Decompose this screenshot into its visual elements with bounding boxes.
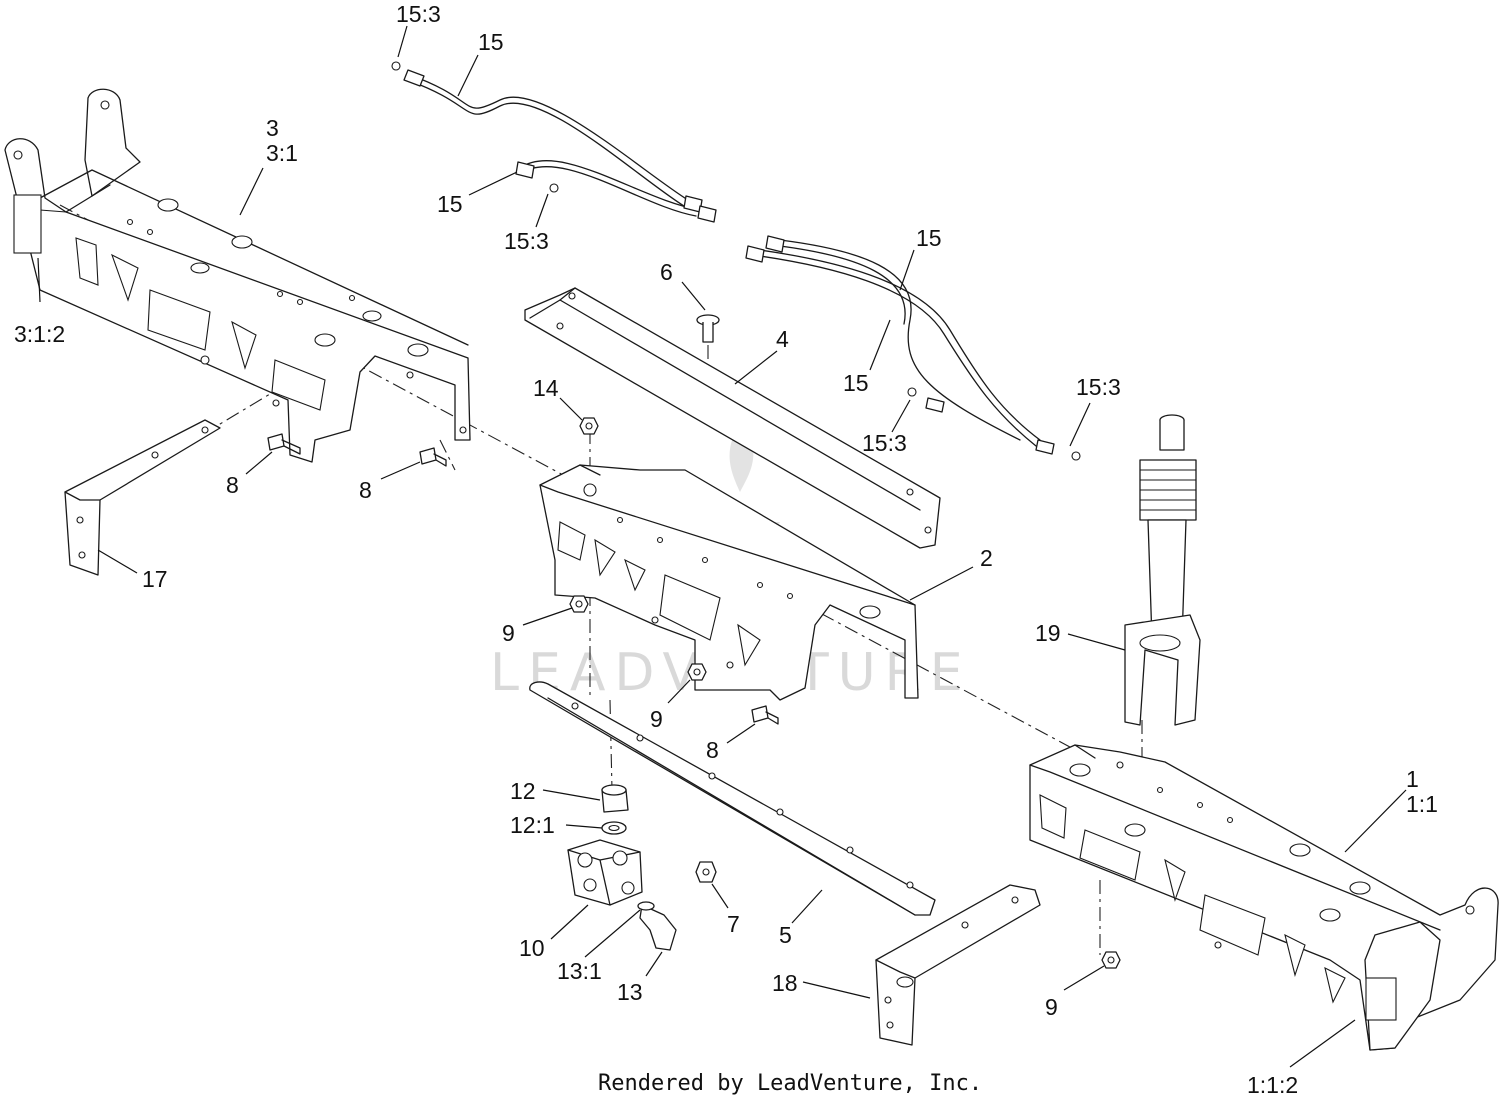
callout-9-left: 9 [502, 620, 515, 646]
callout-12: 12 [510, 778, 536, 804]
channel-part-4 [524, 287, 941, 549]
callout-15-3-far-right: 15:3 [1076, 374, 1121, 400]
callout-8-lower: 8 [706, 737, 719, 763]
nut-part-7 [695, 861, 717, 883]
callout-3-1-2: 3:1:2 [14, 321, 65, 347]
callout-15-3-middle: 15:3 [862, 430, 907, 456]
callout-1-1: 1:1 [1406, 791, 1438, 817]
callout-10: 10 [519, 935, 545, 961]
bracket-part-18 [875, 884, 1041, 1046]
washer-part-12-1 [601, 821, 627, 835]
bolt-part-8-b [419, 447, 447, 467]
nut-part-9-b [687, 663, 707, 681]
callout-18: 18 [772, 970, 798, 996]
callout-4: 4 [776, 326, 789, 352]
callout-2: 2 [980, 545, 993, 571]
callout-15-3-upper: 15:3 [504, 228, 549, 254]
callout-6: 6 [660, 259, 673, 285]
callout-13: 13 [617, 979, 643, 1005]
nut-part-14 [579, 417, 599, 435]
callout-9-right: 9 [1045, 994, 1058, 1020]
nut-part-9-c [1101, 951, 1121, 969]
callout-8-left: 8 [226, 472, 239, 498]
steering-column-part-19 [1124, 414, 1201, 726]
hydraulic-hose-pair-upper-part-15 [391, 61, 717, 223]
callout-labels: 15:3 15 3 3:1 15 15:3 3:1:2 15 6 4 15 15… [14, 1, 1438, 1098]
callout-13-1: 13:1 [557, 958, 602, 984]
callout-3: 3 [266, 115, 279, 141]
callout-8-middle: 8 [359, 477, 372, 503]
callout-17: 17 [142, 566, 168, 592]
bracket-part-17 [64, 419, 221, 576]
center-frame-part-2 [539, 464, 919, 701]
callout-12-1: 12:1 [510, 812, 555, 838]
bolt-part-8-c [751, 705, 779, 725]
render-credit: Rendered by LeadVenture, Inc. [598, 1071, 982, 1096]
callout-1: 1 [1406, 766, 1419, 792]
carriage-bolt-part-6 [696, 314, 720, 343]
hydraulic-hose-pair-lower-part-15 [745, 235, 1081, 461]
callout-5: 5 [779, 922, 792, 948]
frame-rail-left-part-3 [4, 88, 471, 463]
lower-bar-part-5 [529, 681, 936, 916]
valve-part-10 [567, 839, 643, 906]
callout-15-3-top: 15:3 [396, 1, 441, 27]
callout-15-upper-left: 15 [437, 191, 463, 217]
bolt-part-8-a [267, 433, 301, 455]
elbow-fitting-part-13 [637, 901, 677, 951]
callout-15-top: 15 [478, 29, 504, 55]
callout-19: 19 [1035, 620, 1061, 646]
callout-15-right-top: 15 [916, 225, 942, 251]
callout-1-1-2: 1:1:2 [1247, 1072, 1298, 1098]
leader-lines [37, 25, 1407, 1068]
callout-3-1: 3:1 [266, 140, 298, 166]
callout-15-right-lower: 15 [843, 370, 869, 396]
callout-7: 7 [727, 911, 740, 937]
frame-rail-right-part-1 [1029, 744, 1499, 1051]
fitting-part-12 [601, 784, 629, 813]
callout-14: 14 [533, 375, 559, 401]
callout-9-center: 9 [650, 706, 663, 732]
nut-part-9-a [569, 595, 589, 613]
